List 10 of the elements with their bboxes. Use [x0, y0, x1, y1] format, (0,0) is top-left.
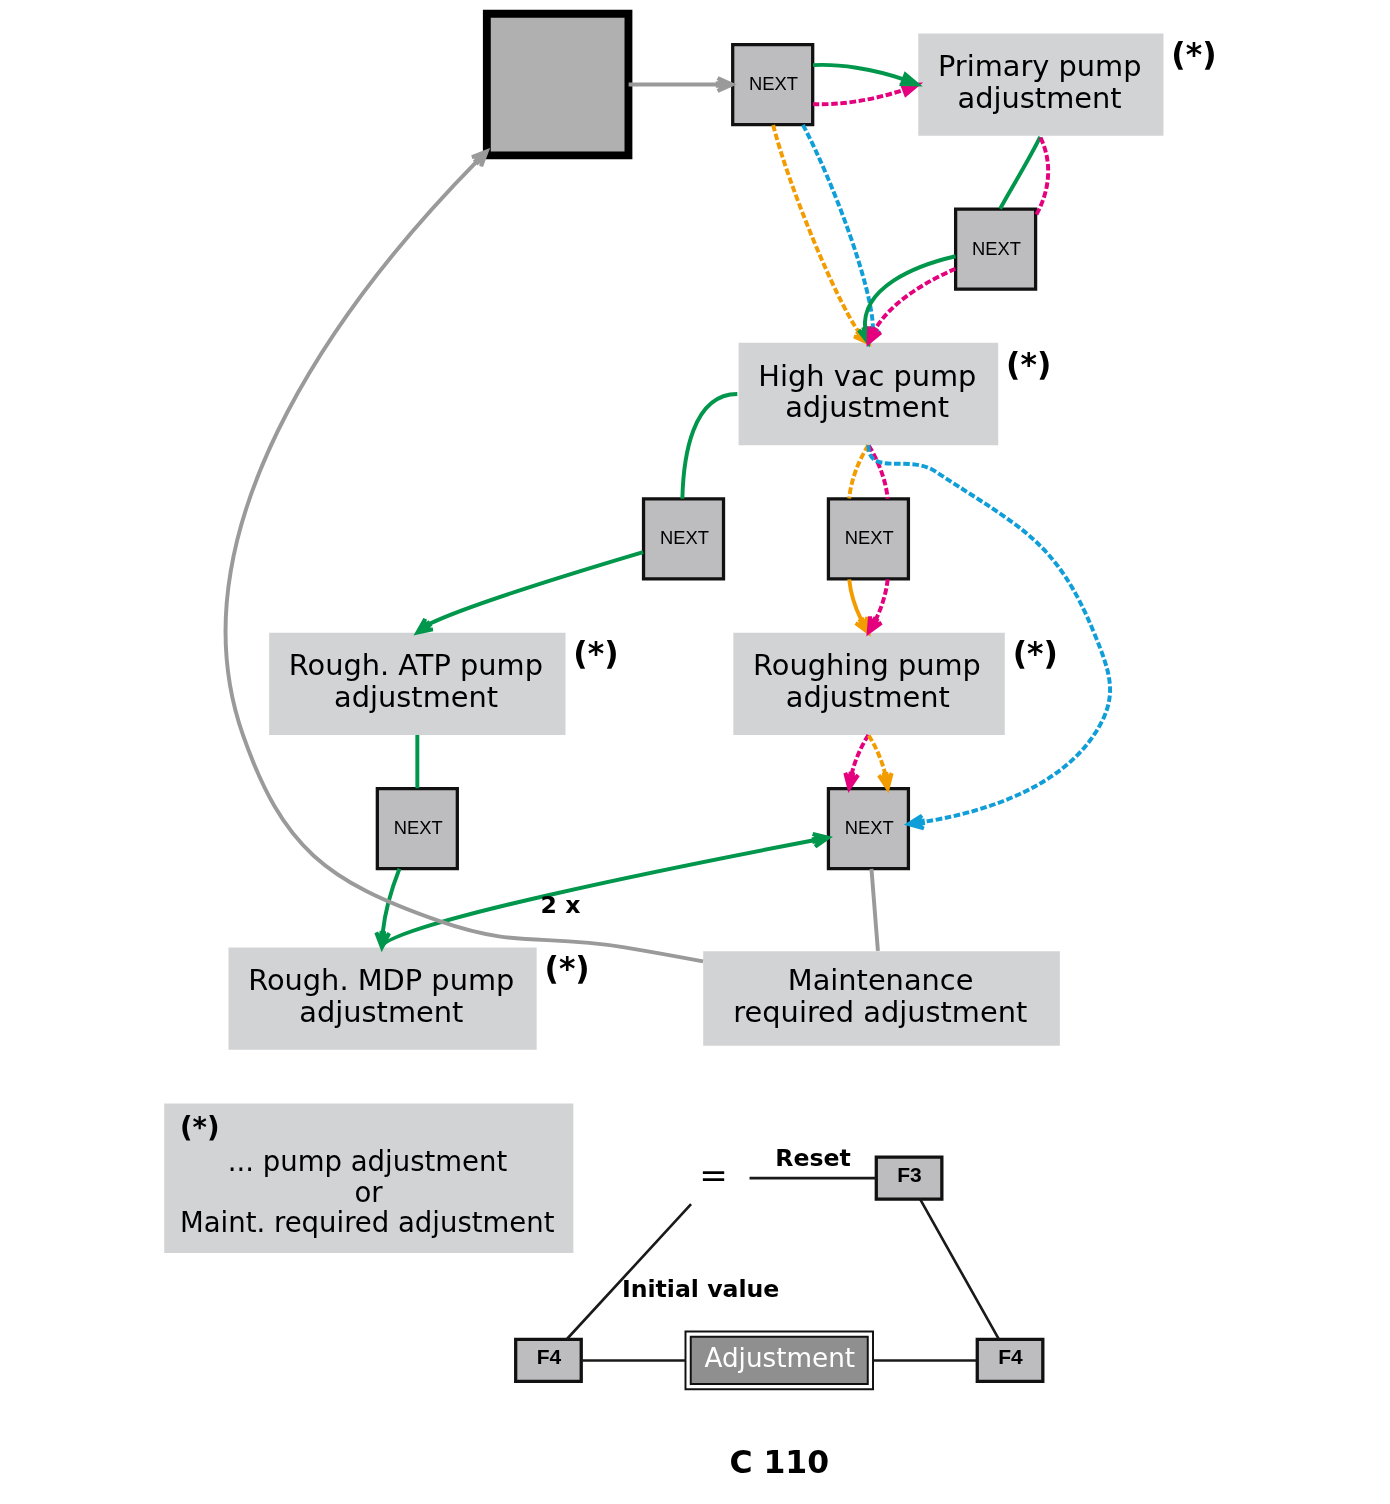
- edge-label: 2 x: [540, 890, 581, 919]
- node-label: (*): [1012, 635, 1058, 672]
- node-text: =: [699, 1155, 728, 1196]
- edge-label: Initial value: [621, 1274, 780, 1303]
- node-label: (*): [1006, 345, 1052, 382]
- edge-label: Reset: [775, 1143, 851, 1172]
- node-label: (*): [1171, 36, 1217, 73]
- node-label: (*): [573, 635, 619, 672]
- node-label: (*): [544, 950, 590, 987]
- label: C 110: [729, 1444, 830, 1481]
